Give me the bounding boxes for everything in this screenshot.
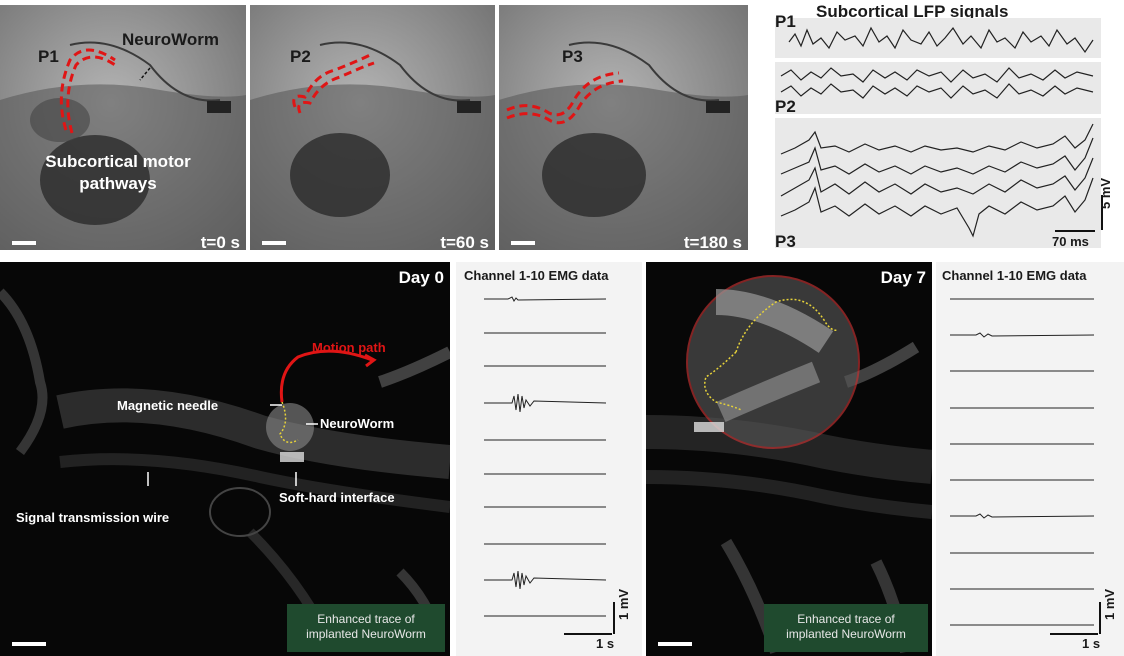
caption-day7-line2: implanted NeuroWorm	[786, 627, 906, 641]
day0-label: Day 0	[398, 268, 444, 287]
time-label-t0: t=0 s	[200, 233, 240, 250]
time-label-t180: t=180 s	[683, 233, 742, 250]
lfp-trace-p2	[780, 67, 1094, 99]
day7-label: Day 7	[880, 268, 926, 287]
emg0-scalebar-v	[613, 602, 615, 634]
emg7-scale-v-label: 1 mV	[1102, 588, 1117, 620]
magnetic-needle-label: Magnetic needle	[117, 398, 219, 413]
point-label-p2: P2	[290, 47, 311, 66]
emg0-title: Channel 1-10 EMG data	[464, 268, 609, 283]
xray-panel-day0: Day 0 Motion path Magnetic needle NeuroW…	[0, 262, 450, 656]
lfp-scalebar-t	[1055, 230, 1095, 232]
caption-day0-line1: Enhanced trace of	[317, 612, 415, 626]
time-label-t60: t=60 s	[440, 233, 489, 250]
caption-box-day7: Enhanced trace of implanted NeuroWorm	[764, 604, 928, 652]
xray-panel-t0: P1 NeuroWorm Subcortical motor pathways …	[0, 5, 246, 250]
lfp-scale-v-label: 5 mV	[1098, 177, 1113, 209]
lfp-trace-p1-box	[775, 18, 1101, 58]
emg-panel-day7: Channel 1-10 EMG data 1 mV 1 s	[936, 262, 1124, 656]
xray-image-t0	[0, 5, 246, 250]
emg-traces-day7	[950, 298, 1095, 626]
xray-image-day7	[646, 275, 932, 654]
emg0-scale-t-label: 1 s	[596, 636, 615, 651]
lfp-title: Subcortical LFP signals	[816, 2, 1009, 21]
lfp-label-p2: P2	[775, 97, 796, 116]
caption-day7-line1: Enhanced trace of	[797, 612, 895, 626]
soft-hard-interface-label: Soft-hard interface	[279, 490, 395, 505]
xray-panel-day7: Day 7 Enhanced trace of implanted NeuroW…	[646, 262, 932, 656]
emg7-scalebar-v	[1099, 602, 1101, 634]
point-label-p3: P3	[562, 47, 583, 66]
emg7-scale-t-label: 1 s	[1082, 636, 1101, 651]
lfp-trace-p2-box	[775, 62, 1101, 114]
xray-panel-t180: P3 t=180 s	[499, 5, 748, 250]
emg0-scalebar-t	[564, 633, 612, 635]
emg-traces-day0	[484, 296, 607, 617]
emg7-scalebar-t	[1050, 633, 1098, 635]
neuroworm-label-day0: NeuroWorm	[320, 416, 395, 431]
emg7-title: Channel 1-10 EMG data	[942, 268, 1087, 283]
caption-day0-line2: implanted NeuroWorm	[306, 627, 426, 641]
caption-box-day0: Enhanced trace of implanted NeuroWorm	[287, 604, 445, 652]
lfp-scale-t-label: 70 ms	[1052, 234, 1089, 249]
lfp-trace-p3	[780, 123, 1094, 238]
lfp-trace-p1	[788, 26, 1094, 54]
point-label-p1: P1	[38, 47, 59, 66]
motion-path-label: Motion path	[312, 340, 386, 355]
lfp-trace-p3-box	[775, 118, 1101, 248]
emg-panel-day0: Channel 1-10 EMG data 1 mV 1 s	[456, 262, 642, 656]
emg0-scale-v-label: 1 mV	[616, 588, 631, 620]
lfp-scalebar-v	[1101, 195, 1103, 230]
signal-wire-label: Signal transmission wire	[16, 510, 170, 525]
xray-image-t180	[499, 5, 748, 250]
subcortical-motor-label: Subcortical motor pathways	[45, 152, 191, 193]
xray-image-day0	[0, 288, 450, 646]
xray-panel-t60: P2 t=60 s	[250, 5, 495, 250]
lfp-label-p1: P1	[775, 12, 796, 31]
lfp-label-p3: P3	[775, 232, 796, 251]
xray-image-t60	[250, 5, 495, 250]
neuroworm-label: NeuroWorm	[122, 30, 219, 49]
